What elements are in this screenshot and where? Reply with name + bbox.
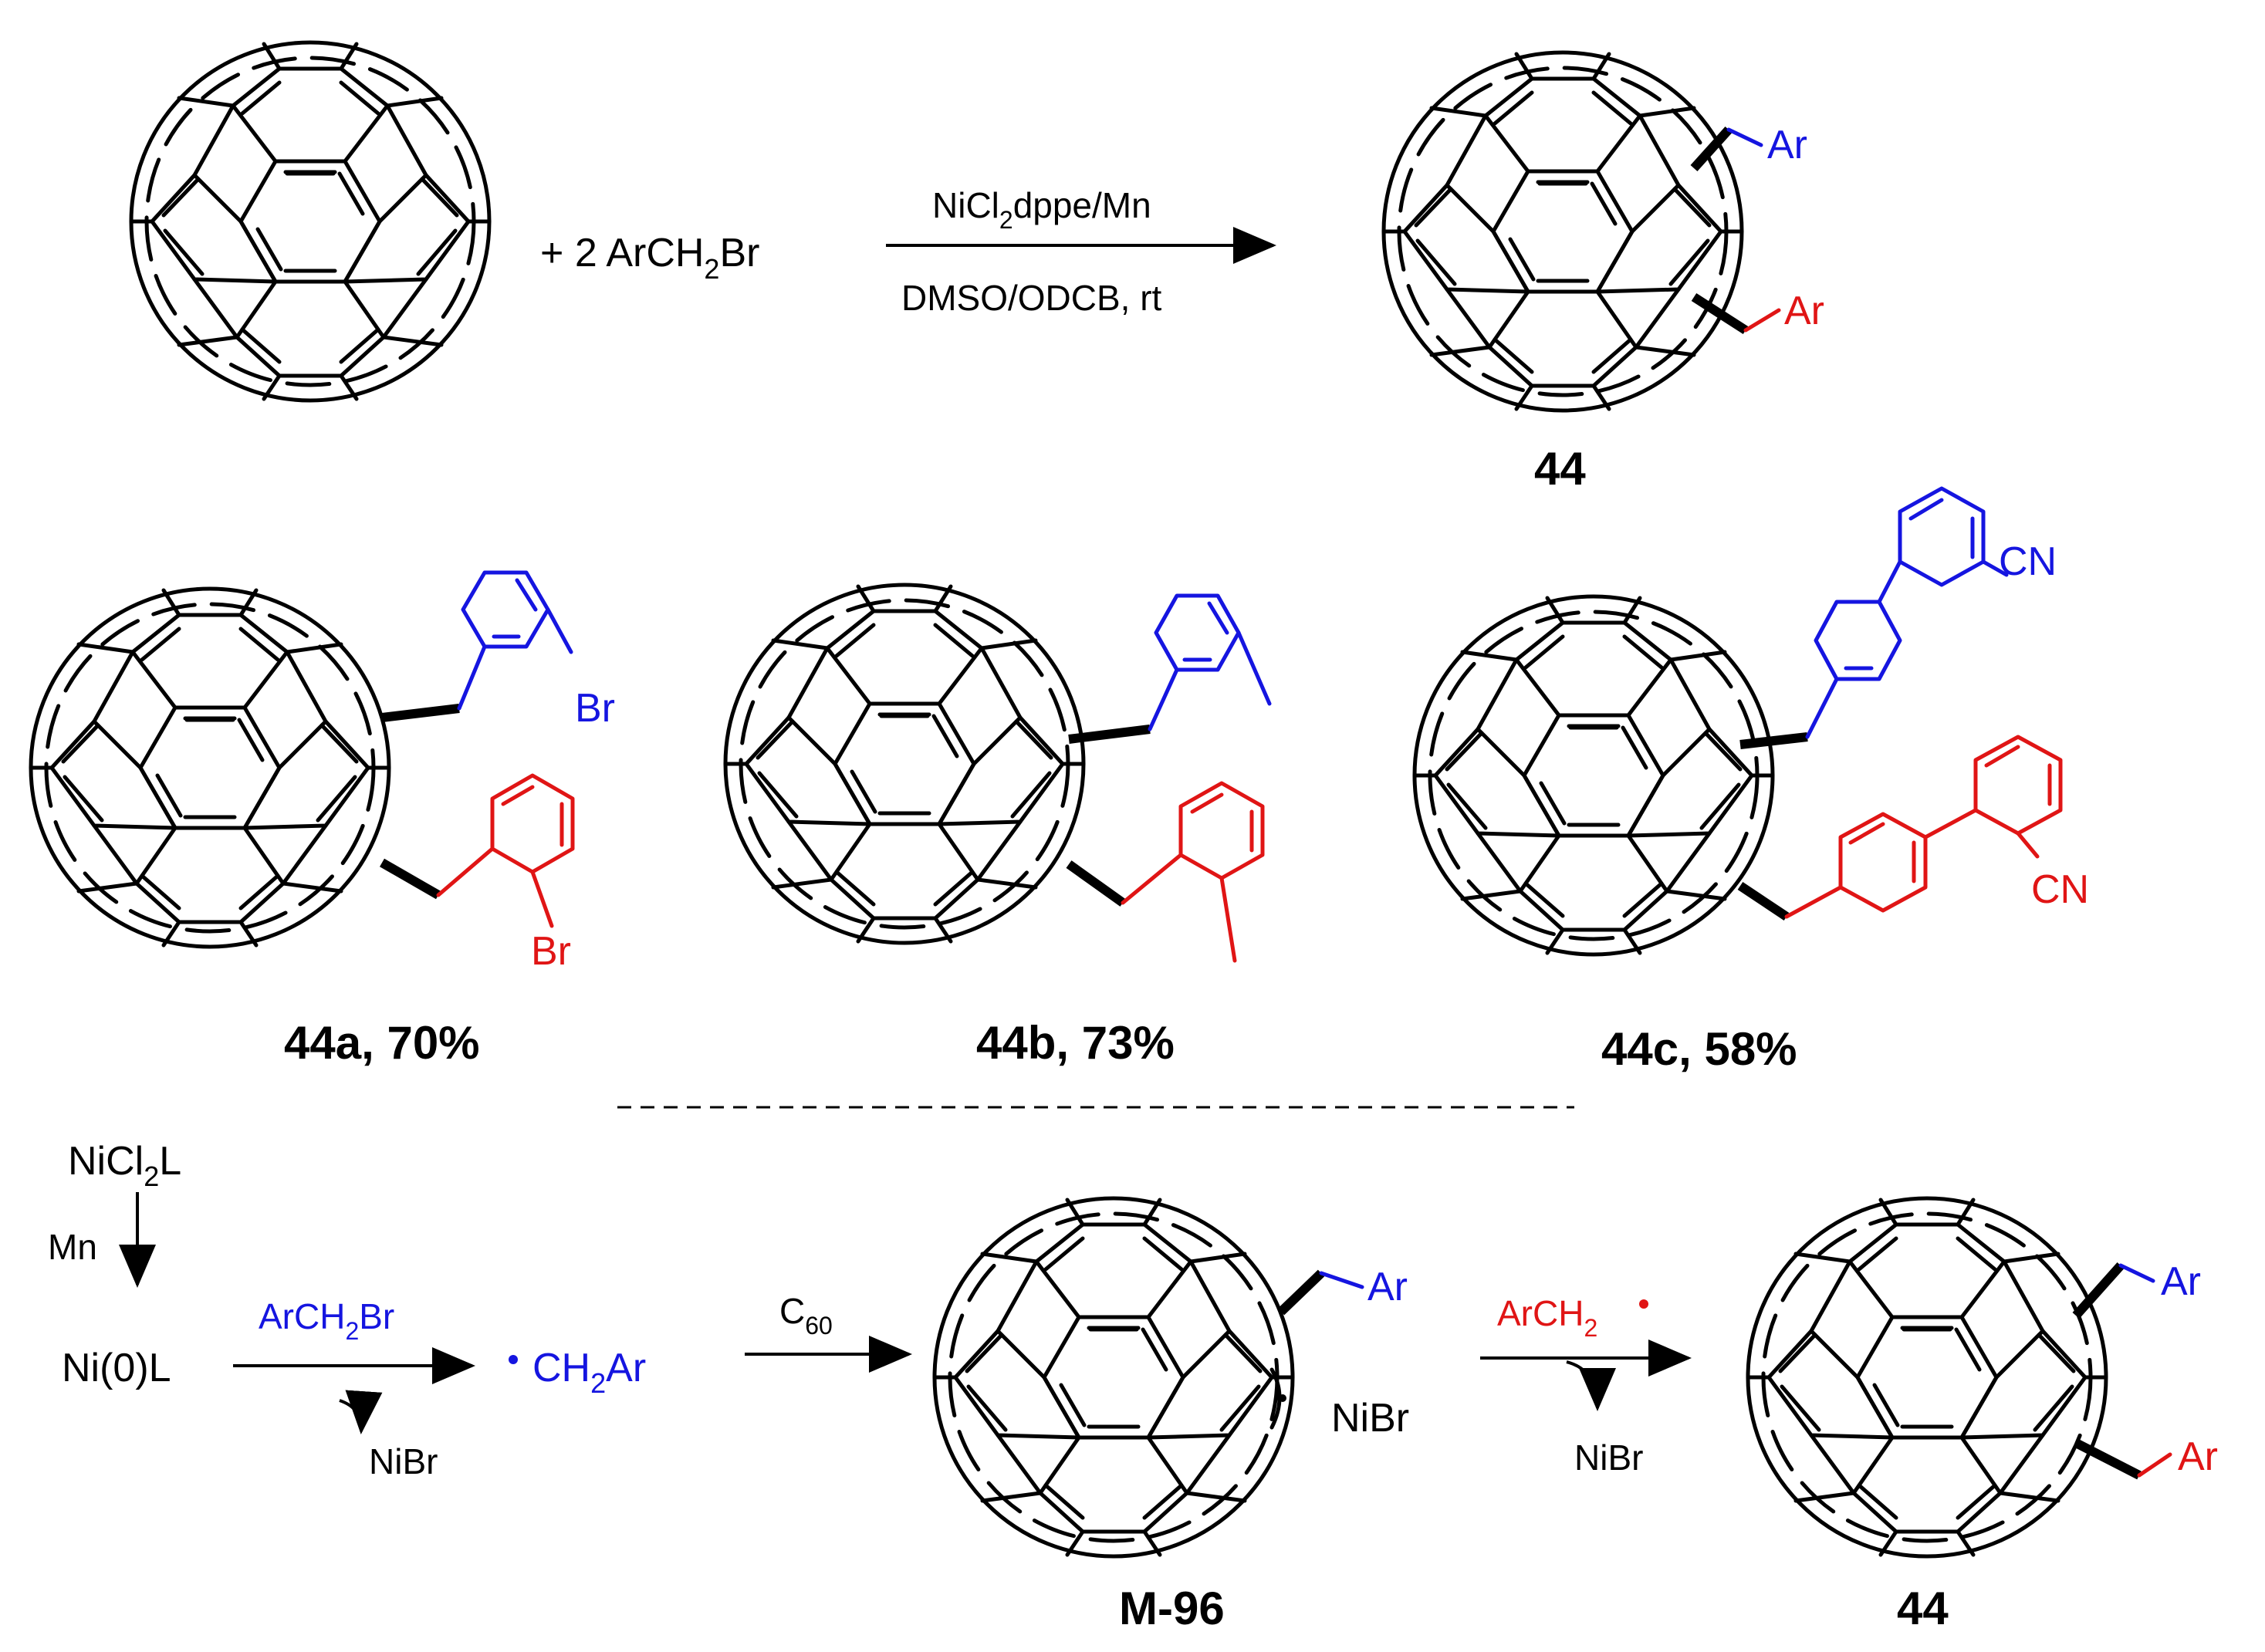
radical-dot-2 [1639,1299,1648,1309]
example-44b [725,585,1272,963]
product-44-top: Ar Ar [1384,52,1824,410]
ar-red-bottom-label: Ar [2178,1434,2218,1479]
catalyst-text: NiCl2dppe/Mn [932,185,1151,234]
label-44c: 44c, 58% [1601,1023,1797,1075]
ch2ar-text: CH2Ar [532,1346,646,1399]
cn-blue-label: CN [1999,539,2057,584]
label-44b: 44b, 73% [976,1017,1175,1069]
product-44-bottom: Ar Ar [1748,1198,2218,1556]
nibr-1-text: NiBr [369,1441,438,1481]
radical-dot-m96 [1279,1394,1286,1402]
radical-dot-1 [509,1355,518,1364]
c60-reactant [131,42,489,400]
ar-blue-bottom-label: Ar [2161,1259,2201,1304]
mn-text: Mn [48,1227,97,1267]
nibr-3-text: NiBr [1574,1437,1643,1478]
label-m96: M-96 [1119,1583,1225,1634]
label-44a: 44a, 70% [284,1017,480,1069]
nibr-2-text: NiBr [1331,1396,1409,1441]
example-44a: Br Br [31,570,615,974]
curved-arrow-1 [339,1390,383,1434]
curved-arrow-2 [1566,1360,1616,1411]
br-blue-label: Br [575,686,615,731]
ar-red-label: Ar [1784,289,1824,333]
intermediate-m96: Ar [935,1198,1408,1556]
nicl2l-text: NiCl2L [68,1139,181,1192]
label-44-bottom: 44 [1897,1583,1949,1634]
reagent-text: + 2 ArCH2Br [540,231,759,285]
cn-red-label: CN [2031,867,2089,912]
br-red-label: Br [531,929,571,974]
c60-text: C60 [779,1291,833,1340]
arch2br-text: ArCH2Br [259,1296,394,1345]
ni0l-text: Ni(0)L [62,1346,171,1390]
ar-blue-label: Ar [1767,123,1807,167]
ar-m96-label: Ar [1367,1265,1408,1309]
conditions-text: DMSO/ODCB, rt [901,278,1162,318]
example-44c: CN CN [1415,486,2089,954]
product-44-label-top: 44 [1534,443,1586,495]
arch2-radical-text: ArCH2 [1497,1293,1597,1342]
